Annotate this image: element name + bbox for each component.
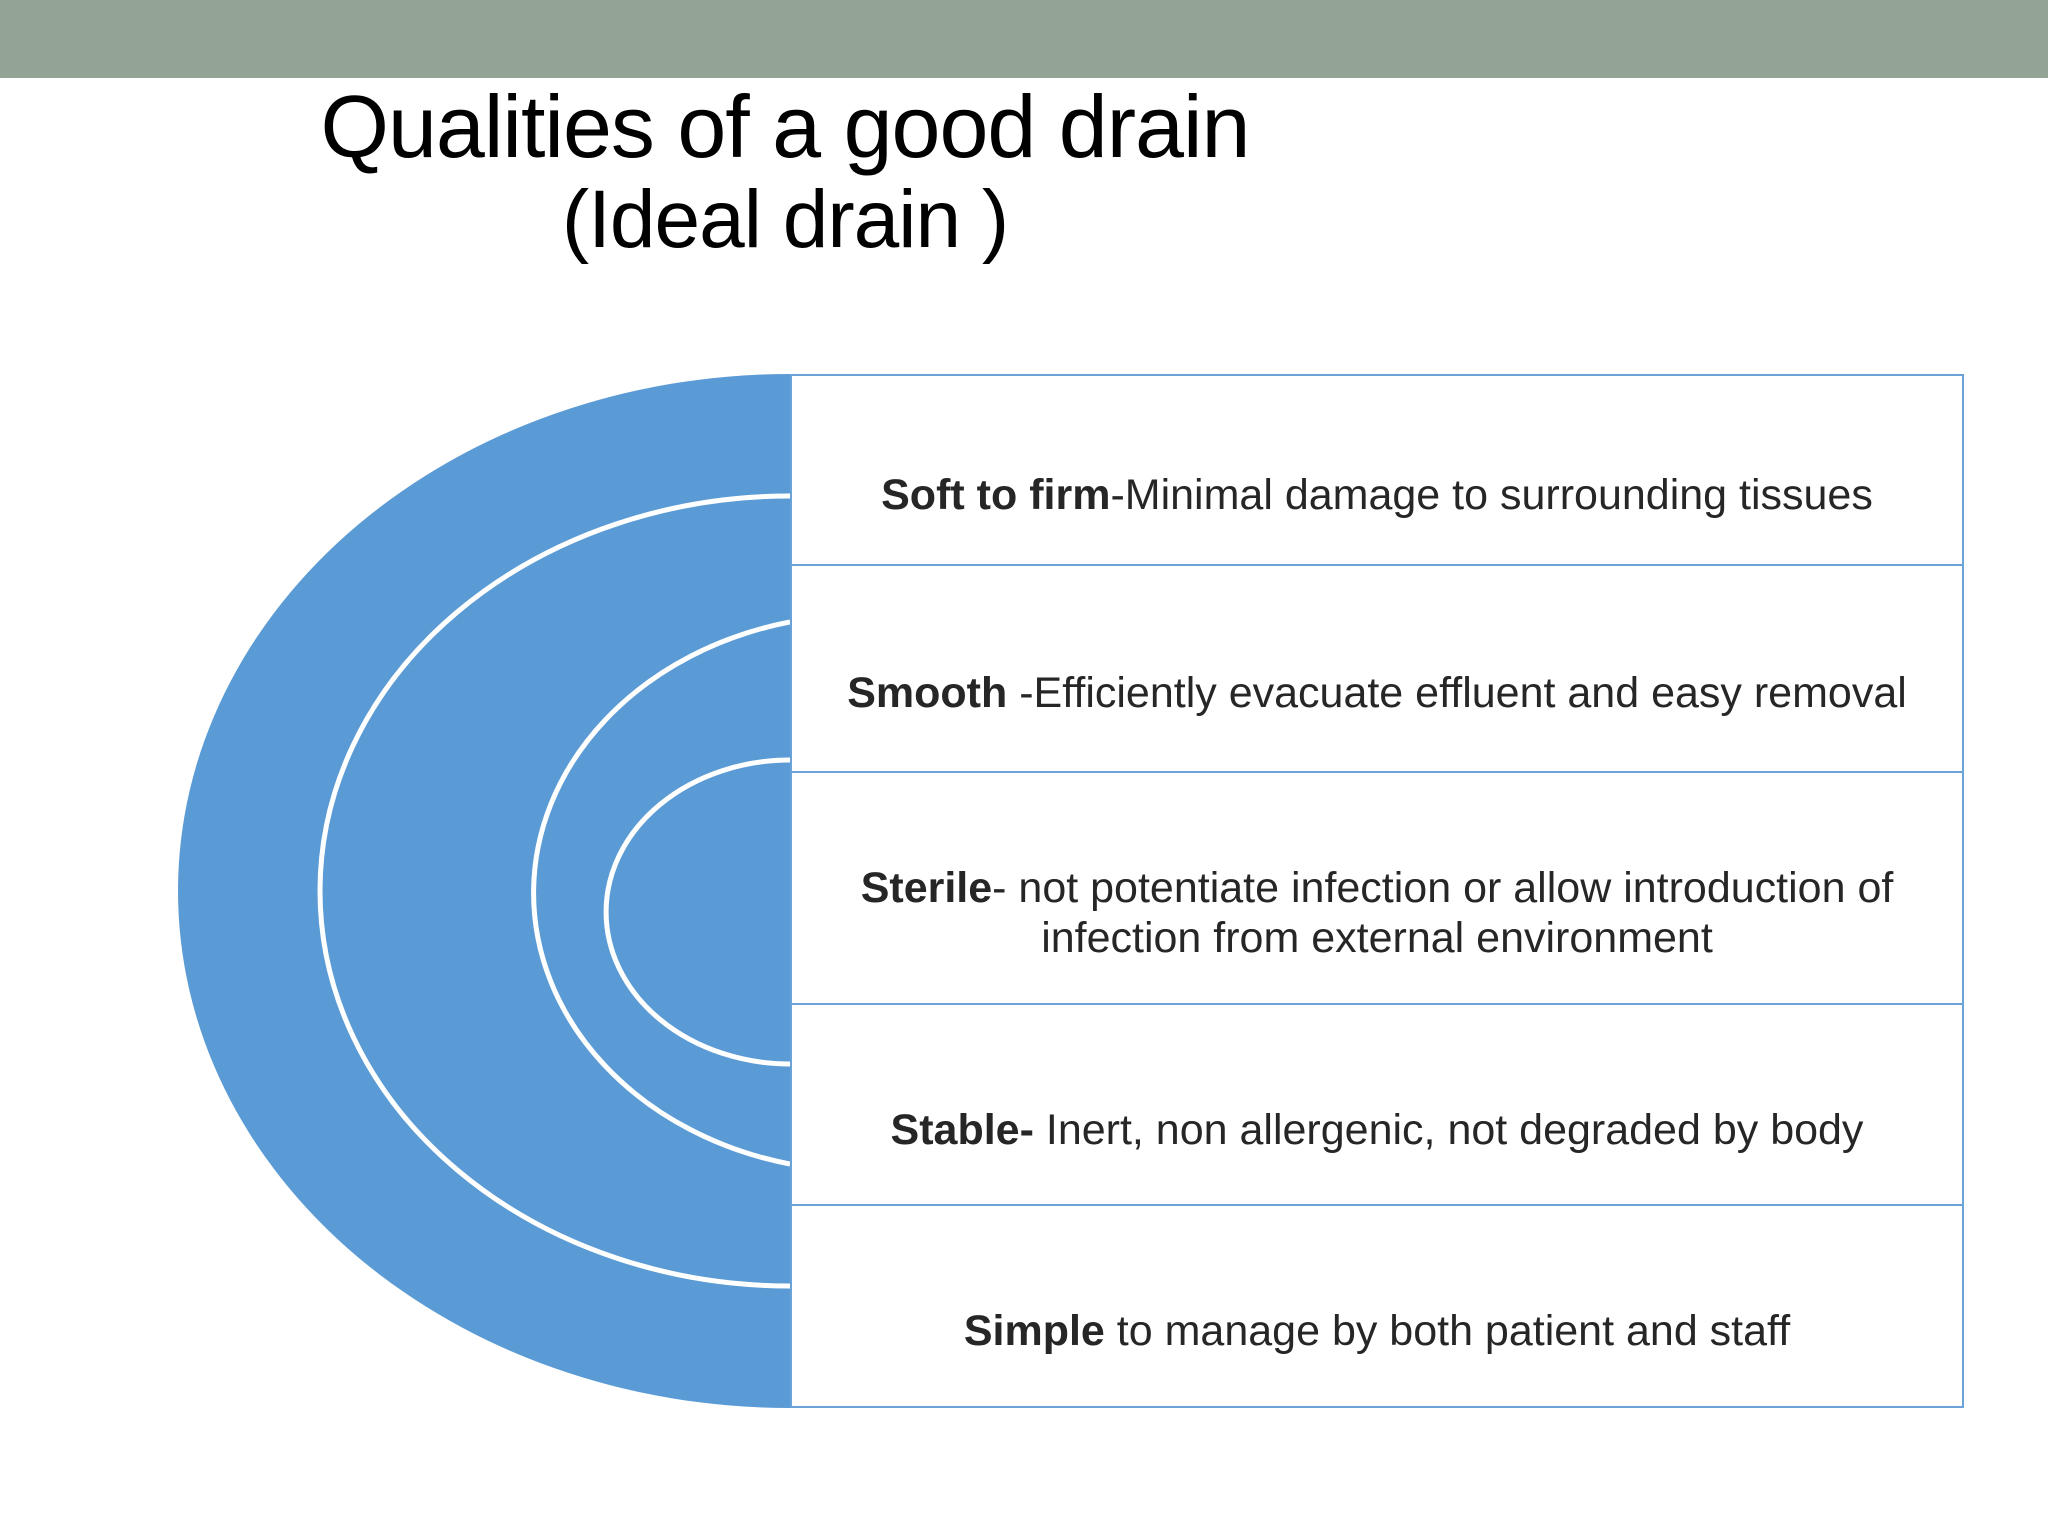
table-row: Simple to manage by both patient and sta… <box>792 1206 1962 1406</box>
concentric-half-ellipses-graphic <box>178 374 790 1408</box>
table-row: Smooth -Efficiently evacuate effluent an… <box>792 566 1962 774</box>
quality-label-rest: Inert, non allergenic, not degraded by b… <box>1033 1105 1864 1154</box>
page-title-line-1: Qualities of a good drain <box>320 77 1251 176</box>
page-title: Qualities of a good drain (Ideal drain ) <box>0 82 1570 261</box>
page-title-line-2: (Ideal drain ) <box>561 173 1009 265</box>
quality-label-bold: Stable- <box>890 1105 1034 1154</box>
quality-item-stable: Stable- Inert, non allergenic, not degra… <box>808 1054 1946 1155</box>
ring-arc-2 <box>317 493 790 1289</box>
quality-item-soft-to-firm: Soft to firm-Minimal damage to surroundi… <box>808 419 1946 520</box>
quality-label-bold: Smooth <box>847 669 1008 718</box>
quality-label-bold: Soft to firm <box>881 470 1111 519</box>
ring-outer-fill <box>178 374 790 1408</box>
quality-item-smooth: Smooth -Efficiently evacuate effluent an… <box>808 618 1946 719</box>
table-row: Soft to firm-Minimal damage to surroundi… <box>792 376 1962 566</box>
ring-arc-4 <box>603 757 790 1067</box>
quality-label-bold: Simple <box>963 1307 1105 1356</box>
top-decorative-band <box>0 0 2048 78</box>
ring-arc-3 <box>531 619 790 1167</box>
quality-item-simple: Simple to manage by both patient and sta… <box>808 1255 1946 1356</box>
quality-label-bold: Sterile <box>860 863 993 912</box>
quality-label-rest: - not potentiate infection or allow intr… <box>992 863 1894 963</box>
quality-label-rest: -Efficiently evacuate effluent and easy … <box>1007 669 1907 718</box>
concentric-half-ellipses-svg <box>178 374 790 1408</box>
table-row: Sterile- not potentiate infection or all… <box>792 773 1962 1005</box>
quality-label-rest: -Minimal damage to surrounding tissues <box>1110 470 1873 519</box>
qualities-table: Soft to firm-Minimal damage to surroundi… <box>790 374 1964 1408</box>
table-row: Stable- Inert, non allergenic, not degra… <box>792 1005 1962 1207</box>
quality-label-rest: to manage by both patient and staff <box>1104 1307 1791 1356</box>
quality-item-sterile: Sterile- not potentiate infection or all… <box>808 812 1946 964</box>
